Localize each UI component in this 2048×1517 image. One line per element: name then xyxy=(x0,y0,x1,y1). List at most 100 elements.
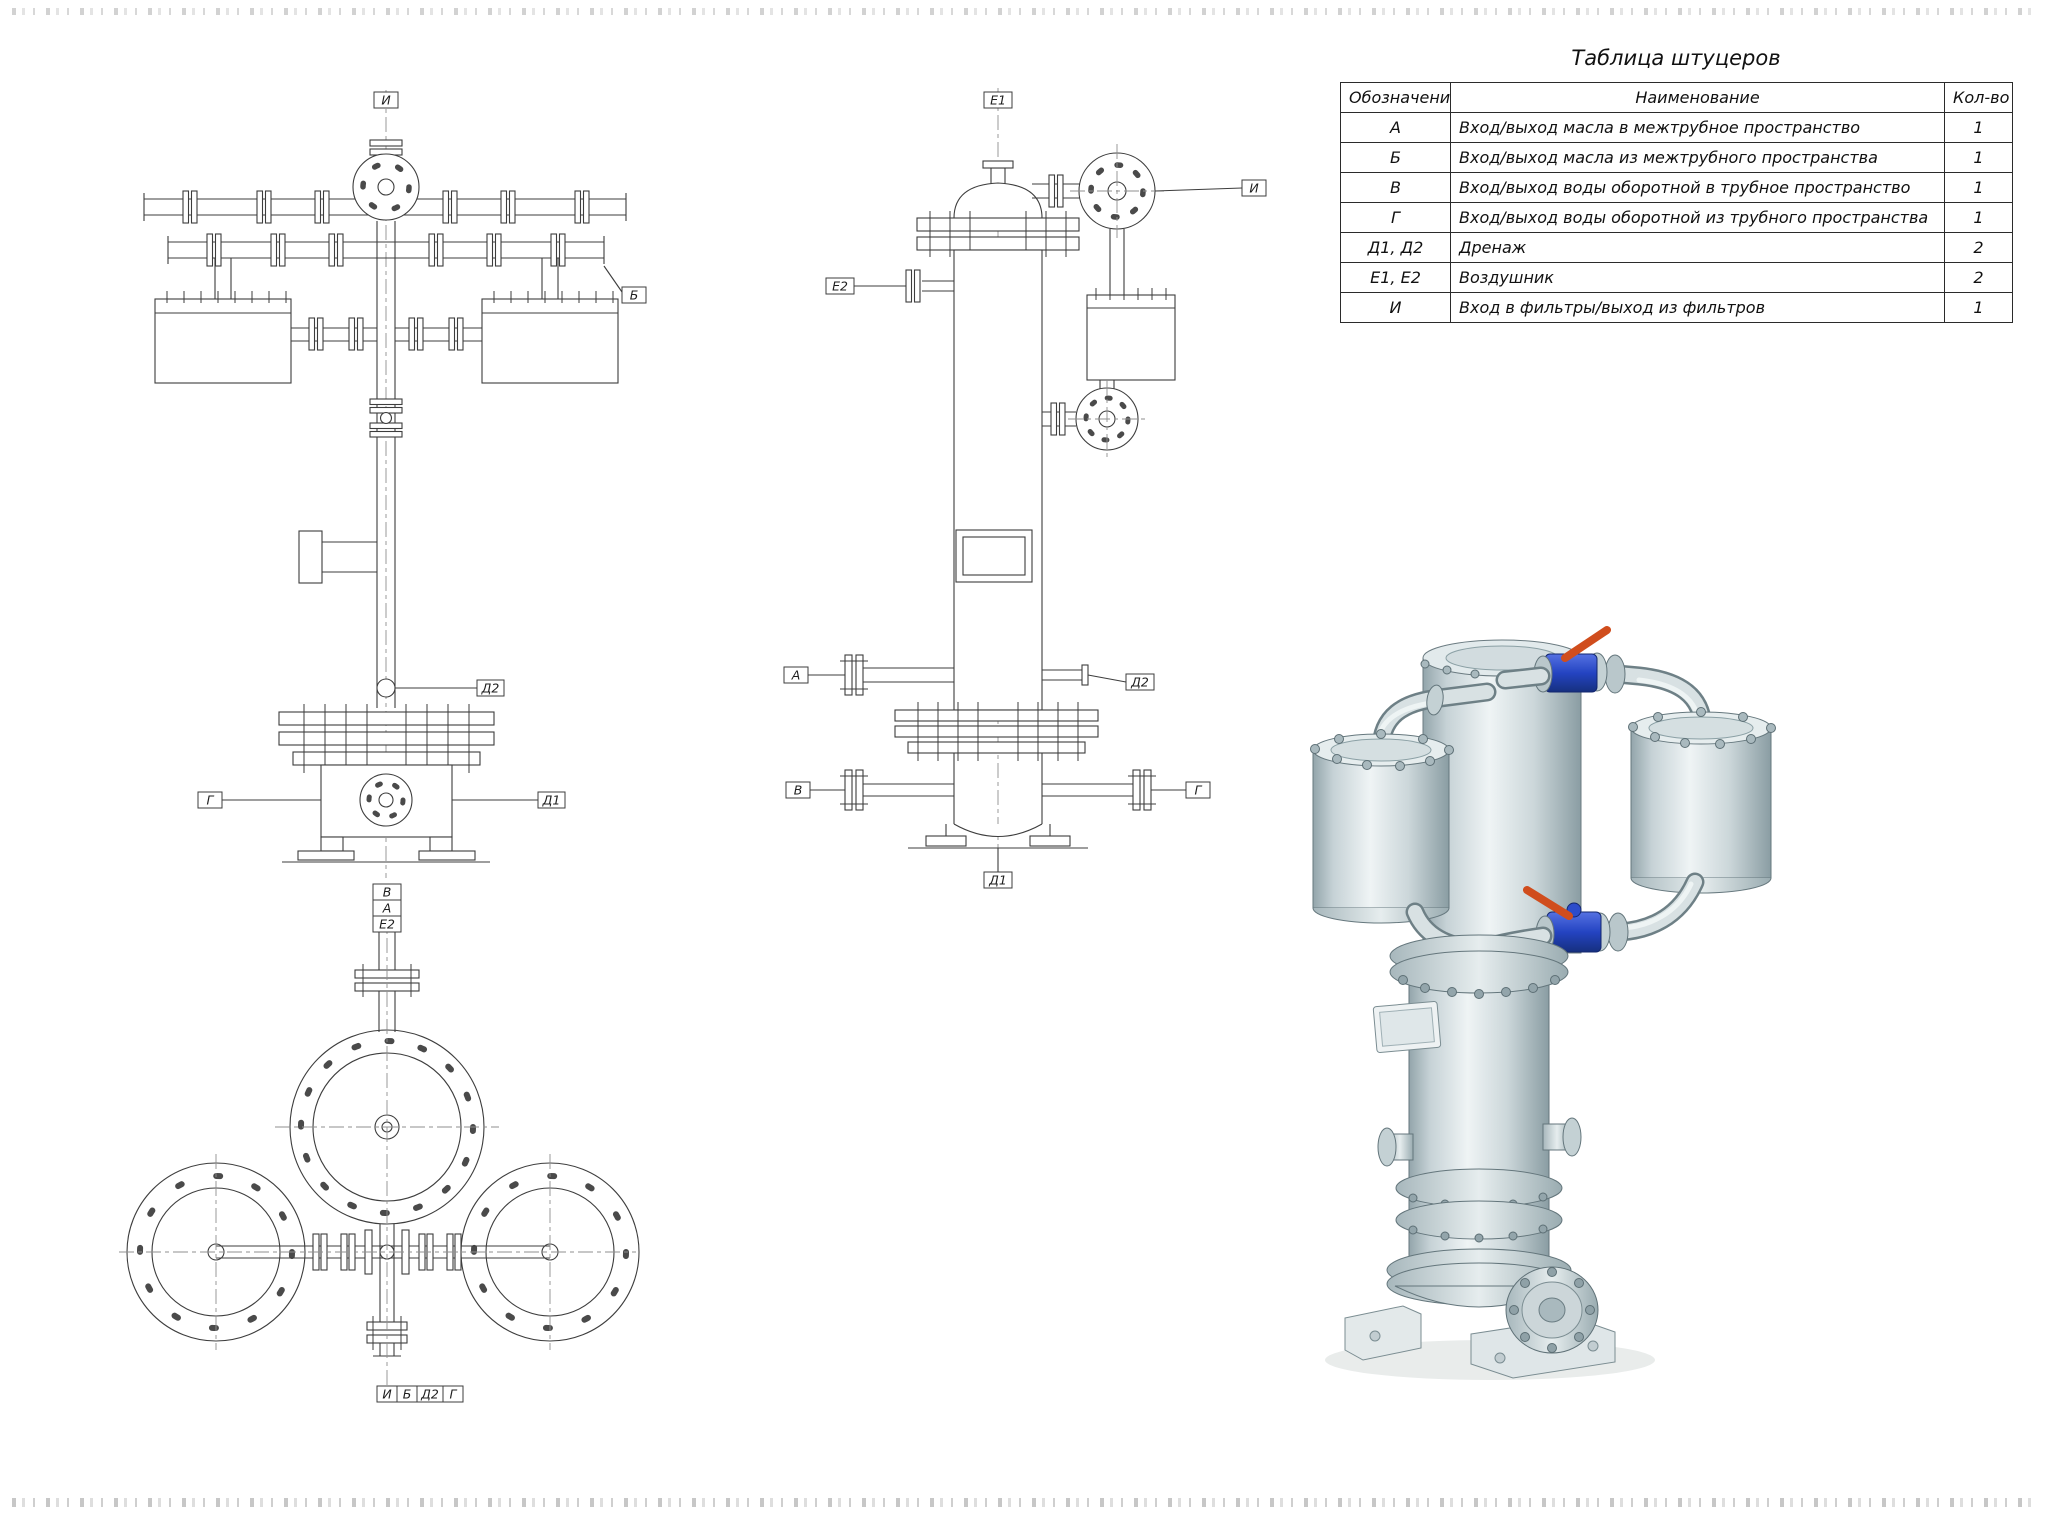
label-side-d2: Д2 xyxy=(1087,673,1155,691)
nameplate xyxy=(1372,1001,1442,1053)
side-nozzle-left xyxy=(1377,1127,1414,1167)
svg-text:И: И xyxy=(381,93,391,108)
cell-designation: В xyxy=(1340,172,1451,203)
svg-text:Е2: Е2 xyxy=(832,279,848,294)
cell-name: Дренаж xyxy=(1450,232,1945,263)
cell-qty: 1 xyxy=(1944,172,2013,203)
cell-designation: А xyxy=(1340,112,1451,143)
cell-name: Вход/выход масла в межтрубное пространст… xyxy=(1450,112,1945,143)
side-nozzle-right xyxy=(1542,1117,1582,1157)
svg-text:Д2: Д2 xyxy=(420,1387,439,1402)
centerlines xyxy=(119,884,636,1386)
label-front-b: Б xyxy=(603,265,647,304)
label-side-g: Г xyxy=(1151,781,1211,799)
svg-text:Г: Г xyxy=(1195,783,1203,798)
cell-designation: Г xyxy=(1340,202,1451,233)
front-view-drawing: И Б Д2 Г Д1 xyxy=(143,90,647,878)
nozzle-table-block: Таблица штуцеров Обозначение Наименовани… xyxy=(1340,46,2013,323)
top-stacked-labels: В А Е2 xyxy=(372,883,402,933)
side-window xyxy=(955,529,1033,583)
svg-text:А: А xyxy=(791,668,801,683)
svg-text:Б: Б xyxy=(403,1387,412,1402)
isometric-render xyxy=(1310,626,1776,1380)
nozzle-table: Обозначение Наименование Кол-во А Вход/в… xyxy=(1340,82,2013,323)
table-row: И Вход в фильтры/выход из фильтров 1 xyxy=(1340,292,2013,323)
svg-text:А: А xyxy=(382,901,392,916)
cell-name: Вход/выход воды оборотной из трубного пр… xyxy=(1450,202,1945,233)
cell-name: Вход/выход масла из межтрубного простран… xyxy=(1450,142,1945,173)
svg-text:И: И xyxy=(1249,181,1259,196)
side-bottom-flange-stack xyxy=(894,702,1099,761)
svg-text:Е1: Е1 xyxy=(990,93,1006,108)
left-filter-vessel xyxy=(1310,729,1454,924)
front-filters xyxy=(154,291,619,384)
cell-designation: Д1, Д2 xyxy=(1340,232,1451,263)
cell-name: Воздушник xyxy=(1450,262,1945,293)
bottom-front-flange xyxy=(1505,1266,1599,1354)
table-row: Д1, Д2 Дренаж 2 xyxy=(1340,232,2013,263)
sheet-edge-marks-bottom xyxy=(12,1498,2036,1507)
label-front-d2: Д2 xyxy=(395,679,505,697)
nameplate-bracket xyxy=(298,530,377,584)
side-vessel-top xyxy=(916,160,1080,711)
nozzle-table-title: Таблица штуцеров xyxy=(1571,46,1781,70)
label-front-i: И xyxy=(373,91,399,109)
cell-qty: 1 xyxy=(1944,142,2013,173)
side-nozzle-d2 xyxy=(1042,664,1089,686)
side-nozzle-e2 xyxy=(905,269,954,303)
table-row: В Вход/выход воды оборотной в трубное пр… xyxy=(1340,172,2013,203)
svg-text:Д2: Д2 xyxy=(1130,675,1149,690)
label-side-v: В xyxy=(785,781,845,799)
cell-qty: 2 xyxy=(1944,262,2013,293)
top-bottom-labels: И Б Д2 Г xyxy=(376,1385,464,1403)
cell-name: Вход/выход воды оборотной в трубное прос… xyxy=(1450,172,1945,203)
svg-text:Д1: Д1 xyxy=(542,793,561,808)
valve-lever xyxy=(1523,886,1573,920)
side-filter-assembly xyxy=(1032,144,1176,458)
cell-name: Вход в фильтры/выход из фильтров xyxy=(1450,292,1945,323)
cell-qty: 1 xyxy=(1944,112,2013,143)
label-side-e2: Е2 xyxy=(825,277,906,295)
col-header-designation: Обозначение xyxy=(1340,82,1451,113)
cell-designation: И xyxy=(1340,292,1451,323)
front-bottom-assembly xyxy=(278,678,495,863)
front-center-column xyxy=(369,221,403,708)
side-view-drawing: Е1 И Е2 А Д2 В Г Д1 xyxy=(783,88,1267,889)
svg-text:В: В xyxy=(383,885,392,900)
table-row: А Вход/выход масла в межтрубное простран… xyxy=(1340,112,2013,143)
table-row: Б Вход/выход масла из межтрубного простр… xyxy=(1340,142,2013,173)
col-header-name: Наименование xyxy=(1450,82,1945,113)
cell-designation: Б xyxy=(1340,142,1451,173)
valve-lever xyxy=(1561,626,1611,662)
svg-text:Е2: Е2 xyxy=(379,917,395,932)
sheet-edge-marks-top xyxy=(12,8,2036,15)
svg-text:Г: Г xyxy=(207,793,215,808)
cell-qty: 1 xyxy=(1944,202,2013,233)
svg-text:Б: Б xyxy=(630,288,639,303)
side-nozzle-a xyxy=(840,654,954,696)
label-side-a: А xyxy=(783,666,845,684)
svg-text:Д1: Д1 xyxy=(988,873,1007,888)
cell-qty: 1 xyxy=(1944,292,2013,323)
label-side-i: И xyxy=(1154,179,1267,197)
svg-text:Г: Г xyxy=(450,1387,458,1402)
label-front-d1: Д1 xyxy=(452,791,566,809)
col-header-qty: Кол-во xyxy=(1944,82,2013,113)
top-view-drawing: В А Е2 И Б Д2 Г xyxy=(119,883,640,1403)
right-filter-vessel xyxy=(1628,707,1776,894)
main-vessel xyxy=(1344,934,1616,1379)
label-side-d1: Д1 xyxy=(983,871,1013,889)
table-header-row: Обозначение Наименование Кол-во xyxy=(1340,82,2013,113)
front-top-flange xyxy=(352,139,420,221)
top-filters xyxy=(126,1162,640,1342)
svg-text:В: В xyxy=(794,783,803,798)
label-front-g: Г xyxy=(197,791,321,809)
table-row: Е1, Е2 Воздушник 2 xyxy=(1340,262,2013,293)
label-side-e1: Е1 xyxy=(983,91,1013,109)
svg-text:И: И xyxy=(382,1387,392,1402)
valve-body xyxy=(1544,653,1598,693)
cell-qty: 2 xyxy=(1944,232,2013,263)
table-row: Г Вход/выход воды оборотной из трубного … xyxy=(1340,202,2013,233)
svg-text:Д2: Д2 xyxy=(481,681,500,696)
